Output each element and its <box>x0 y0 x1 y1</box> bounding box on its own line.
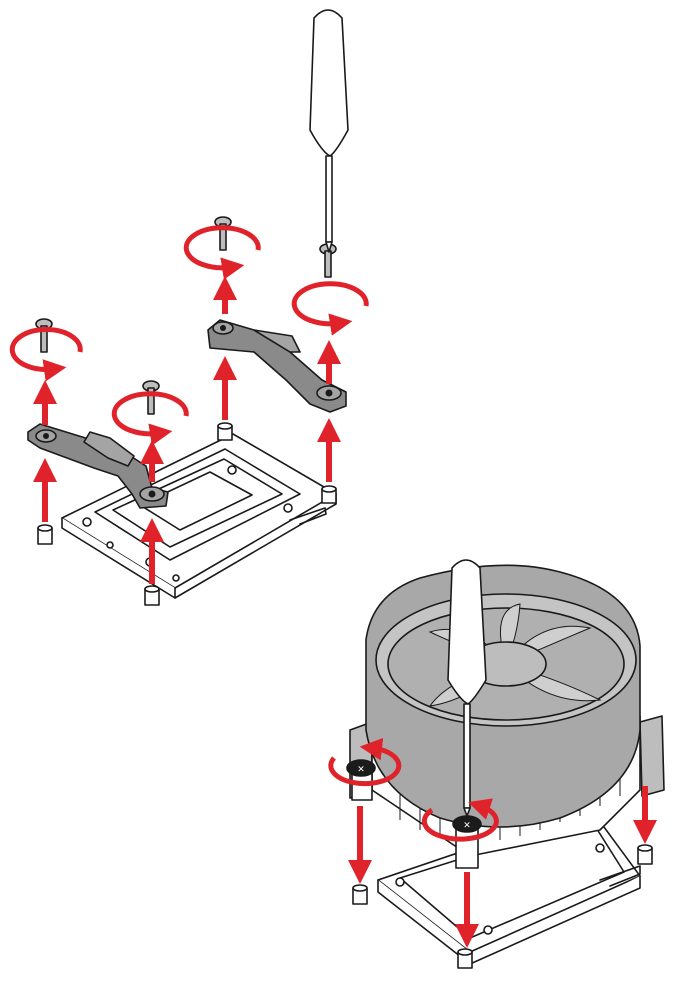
screw-icon <box>143 381 159 414</box>
standoff-icon <box>38 525 52 544</box>
screw-icon <box>215 217 231 250</box>
standoff-icon <box>458 949 472 968</box>
screw-icon <box>36 319 52 352</box>
cooler <box>350 565 664 856</box>
left-retention-arm <box>28 424 168 508</box>
standoff-icon <box>145 586 159 605</box>
spring-screw-center-icon: ✕ <box>453 816 481 868</box>
right-retention-arm <box>208 320 346 412</box>
standoff-icon <box>322 486 336 503</box>
standoff-icon <box>353 885 367 904</box>
screwdriver-icon <box>310 10 348 252</box>
standoff-icon <box>218 423 232 440</box>
svg-text:✕: ✕ <box>357 764 365 774</box>
standoff-icon <box>638 845 652 864</box>
svg-text:✕: ✕ <box>463 820 471 830</box>
